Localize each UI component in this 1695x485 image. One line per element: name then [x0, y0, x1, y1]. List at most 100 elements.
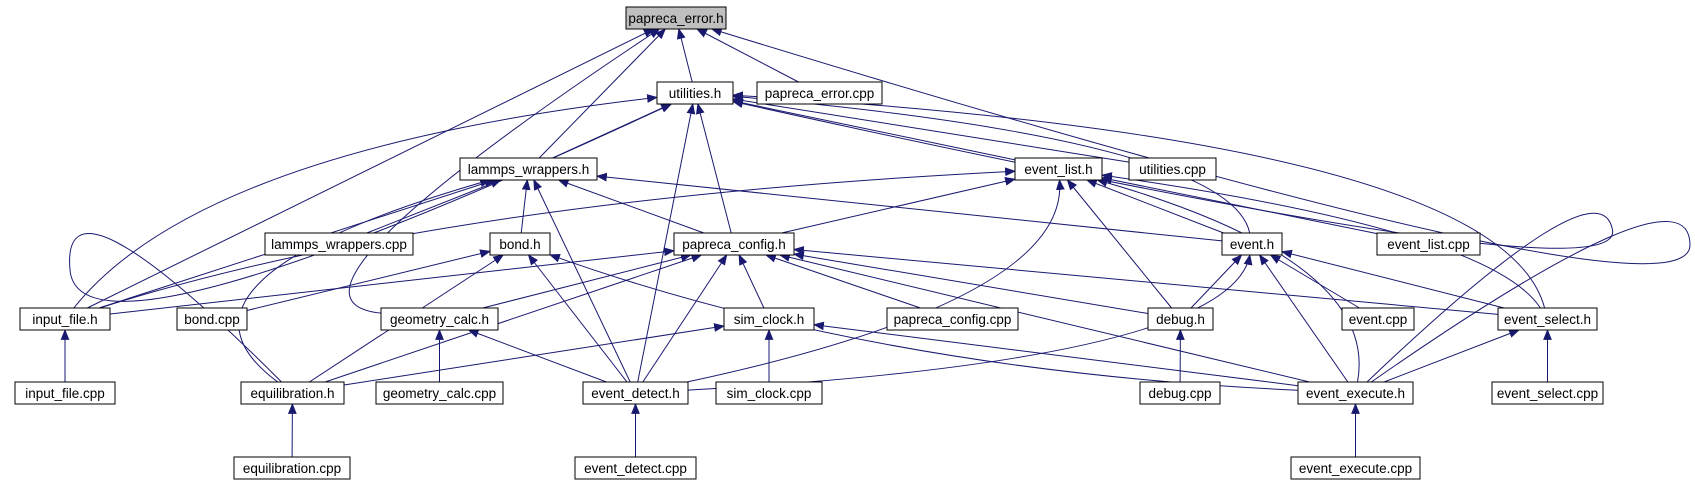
edge-input-file-h-to-papreca-error-h [87, 28, 655, 309]
node-box [673, 232, 795, 256]
node-utilities-h[interactable]: utilities.h [656, 81, 734, 105]
node-box [656, 81, 734, 105]
node-event-list-h[interactable]: event_list.h [1014, 157, 1103, 181]
edge-papreca-config-cpp-to-papreca-config-h [764, 254, 921, 309]
node-label: event_execute.h [1306, 386, 1405, 401]
node-lammps-wrappers-cpp[interactable]: lammps_wrappers.cpp [264, 232, 414, 256]
node-label: event_execute.cpp [1299, 461, 1412, 476]
node-label: debug.h [1156, 312, 1205, 327]
node-input-file-h[interactable]: input_file.h [19, 307, 111, 331]
node-box [1139, 381, 1221, 405]
edge-equilibration-h-to-papreca-config-h [324, 253, 703, 383]
edge-debug-h-to-papreca-config-h [792, 251, 1149, 314]
node-box [756, 81, 883, 105]
edge-debug-h-to-event-list-h [1066, 179, 1172, 309]
edge-event-select-h-to-utilities-h [731, 91, 1546, 309]
node-box [574, 456, 697, 480]
node-debug-h[interactable]: debug.h [1147, 307, 1214, 331]
edge-input-file-h-to-papreca-config-h [109, 247, 676, 315]
node-event-cpp[interactable]: event.cpp [1341, 307, 1415, 331]
node-debug-cpp[interactable]: debug.cpp [1139, 381, 1221, 405]
node-event-h[interactable]: event.h [1221, 232, 1283, 256]
node-label: sim_clock.cpp [727, 386, 812, 401]
edge-equilibration-h-to-utilities-h [69, 103, 673, 383]
node-event-execute-cpp[interactable]: event_execute.cpp [1290, 456, 1421, 480]
edge-utilities-h-to-papreca-error-h [676, 27, 693, 83]
node-event-execute-h[interactable]: event_execute.h [1297, 381, 1414, 405]
node-equilibration-h[interactable]: equilibration.h [240, 381, 345, 405]
node-event-detect-h[interactable]: event_detect.h [582, 381, 689, 405]
node-event-select-cpp[interactable]: event_select.cpp [1491, 381, 1604, 405]
edge-event-detect-h-to-event-list-h [686, 178, 1065, 383]
edge-input-file-h-to-utilities-h [73, 94, 659, 309]
edge-event-list-h-to-utilities-h [731, 98, 1016, 161]
edge-geometry-calc-h-to-papreca-config-h [482, 253, 692, 309]
node-label: event_detect.cpp [584, 461, 687, 476]
edge-event-execute-h-to-utilities-h [731, 99, 1614, 383]
edge-papreca-config-h-to-lammps-wrappers-h [557, 179, 705, 234]
edge-event-execute-h-to-sim-clock-h [812, 321, 1299, 387]
edge-utilities-cpp-to-utilities-h [731, 96, 1130, 163]
node-label: event.h [1230, 237, 1274, 252]
node-event-list-cpp[interactable]: event_list.cpp [1376, 232, 1481, 256]
node-label: event_select.h [1504, 312, 1591, 327]
edge-sim-clock-h-to-papreca-config-h [738, 254, 765, 309]
node-utilities-cpp[interactable]: utilities.cpp [1128, 157, 1217, 181]
edge-event-execute-h-to-event-h [1258, 254, 1349, 383]
node-label: event.cpp [1349, 312, 1408, 327]
edge-event-detect-h-to-bond-h [527, 254, 628, 383]
node-input-file-cpp[interactable]: input_file.cpp [14, 381, 116, 405]
node-bond-h[interactable]: bond.h [489, 232, 551, 256]
node-box [1290, 456, 1421, 480]
node-box [14, 381, 116, 405]
node-label: event_select.cpp [1497, 386, 1598, 401]
node-geometry-calc-cpp[interactable]: geometry_calc.cpp [375, 381, 504, 405]
edge-event-cpp-to-event-h [1269, 254, 1360, 309]
edge-bond-cpp-to-bond-h [246, 249, 492, 311]
node-papreca-config-h[interactable]: papreca_config.h [673, 232, 795, 256]
node-box [176, 307, 248, 331]
edge-equilibration-h-to-sim-clock-h [343, 323, 726, 386]
node-geometry-calc-h[interactable]: geometry_calc.h [380, 307, 499, 331]
node-papreca-error-h[interactable]: papreca_error.h [625, 6, 727, 30]
edge-event-h-to-lammps-wrappers-h [595, 172, 1223, 242]
dependency-edges [60, 27, 1691, 458]
node-label: equilibration.cpp [243, 461, 341, 476]
node-sim-clock-cpp[interactable]: sim_clock.cpp [715, 381, 823, 405]
node-box [264, 232, 414, 256]
node-label: geometry_calc.cpp [383, 386, 496, 401]
node-papreca-error-cpp[interactable]: papreca_error.cpp [756, 81, 883, 105]
node-label: debug.cpp [1148, 386, 1211, 401]
node-label: lammps_wrappers.cpp [271, 237, 407, 252]
node-lammps-wrappers-h[interactable]: lammps_wrappers.h [459, 157, 598, 181]
edge-lammps-wrappers-h-to-papreca-error-h [538, 28, 667, 159]
edge-event-execute-h-to-event-list-h [1096, 178, 1360, 383]
node-label: papreca_config.h [682, 237, 786, 252]
node-bond-cpp[interactable]: bond.cpp [176, 307, 248, 331]
edge-event-select-h-to-papreca-config-h [792, 246, 1499, 315]
node-label: input_file.cpp [25, 386, 105, 401]
node-label: utilities.cpp [1139, 162, 1206, 177]
node-sim-clock-h[interactable]: sim_clock.h [723, 307, 815, 331]
edge-debug-h-to-event-h [1190, 254, 1243, 309]
edge-event-select-h-to-event-h [1280, 249, 1505, 309]
node-box [1341, 307, 1415, 331]
edge-event-execute-h-to-event-select-h [1383, 329, 1521, 383]
node-event-select-h[interactable]: event_select.h [1497, 307, 1598, 331]
node-label: bond.h [499, 237, 540, 252]
node-box [489, 232, 551, 256]
edge-papreca-config-h-to-event-list-h [781, 177, 1017, 234]
node-label: event_list.h [1024, 162, 1092, 177]
node-box [233, 456, 351, 480]
node-event-detect-cpp[interactable]: event_detect.cpp [574, 456, 697, 480]
edge-event-list-cpp-to-event-list-h [1100, 175, 1378, 235]
node-box [1491, 381, 1604, 405]
node-box [582, 381, 689, 405]
edge-bond-h-to-lammps-wrappers-h [520, 178, 531, 234]
edge-papreca-config-h-to-utilities-h [696, 102, 732, 234]
node-equilibration-cpp[interactable]: equilibration.cpp [233, 456, 351, 480]
node-label: papreca_config.cpp [894, 312, 1012, 327]
node-box [1014, 157, 1103, 181]
edge-lammps-wrappers-cpp-to-lammps-wrappers-h [366, 179, 502, 234]
node-papreca-config-cpp[interactable]: papreca_config.cpp [886, 307, 1019, 331]
